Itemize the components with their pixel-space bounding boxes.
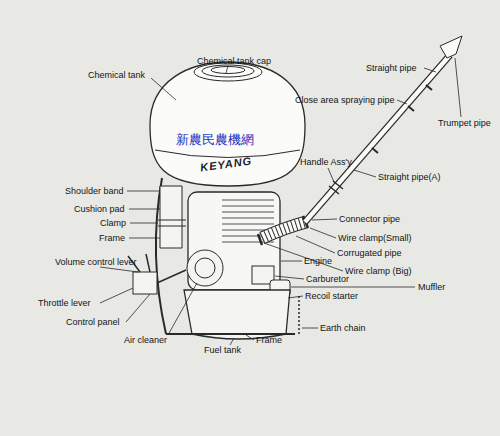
earth-chain [298, 296, 300, 334]
trumpet-pipe [440, 36, 462, 58]
part-label: Control panel [66, 317, 120, 327]
wire-clamps [258, 216, 308, 245]
clamp [158, 220, 186, 226]
part-label: Engine [304, 256, 332, 266]
part-label: Cushion pad [74, 204, 125, 214]
part-label: Straight pipe [366, 63, 417, 73]
part-label: Earth chain [320, 323, 366, 333]
part-label: Wire clamp(Small) [338, 233, 412, 243]
air-cleaner-cap [195, 258, 215, 278]
handle [329, 181, 343, 194]
part-label: Chemical tank cap [197, 56, 271, 66]
watermark: 新農民農機網 [176, 132, 254, 147]
part-label: Chemical tank [88, 70, 145, 80]
part-label: Throttle lever [38, 298, 91, 308]
tank-cap-ring [211, 67, 245, 74]
part-label: Muffler [418, 282, 445, 292]
straight-pipe-fill [305, 55, 450, 222]
part-label: Frame [99, 233, 125, 243]
part-label: Clamp [100, 218, 126, 228]
corrugated-pipe-fill [262, 222, 306, 238]
fuel-tank [184, 290, 290, 339]
part-label: Straight pipe(A) [378, 172, 441, 182]
part-label: Trumpet pipe [438, 118, 491, 128]
part-label: Fuel tank [204, 345, 241, 355]
straight-pipe [305, 55, 450, 222]
part-label: Connector pipe [339, 214, 400, 224]
brand-logo: KEYANG [199, 154, 252, 173]
control-panel [133, 272, 157, 294]
levers [128, 254, 186, 283]
part-label: Close area spraying pipe [295, 95, 395, 105]
tank-seam [155, 150, 300, 158]
part-label: Air cleaner [124, 335, 167, 345]
leader-lines [100, 58, 461, 345]
part-label: Corrugated pipe [337, 248, 402, 258]
tank-cap-ring [202, 65, 254, 77]
part-label: Volume control lever [55, 257, 137, 267]
corrugated-pipe [262, 222, 306, 238]
part-label: Shoulder band [65, 186, 124, 196]
part-label: Handle Ass'y [300, 157, 352, 167]
part-label: Recoil starter [305, 291, 358, 301]
part-label: Frame [256, 335, 282, 345]
cushion-pad [160, 186, 182, 248]
lower-frame [166, 333, 295, 335]
chemical-tank [150, 62, 305, 186]
part-label: Carburetor [306, 274, 349, 284]
air-cleaner [187, 250, 223, 286]
corrugations [262, 222, 306, 238]
part-label: Wire clamp (Big) [345, 266, 412, 276]
